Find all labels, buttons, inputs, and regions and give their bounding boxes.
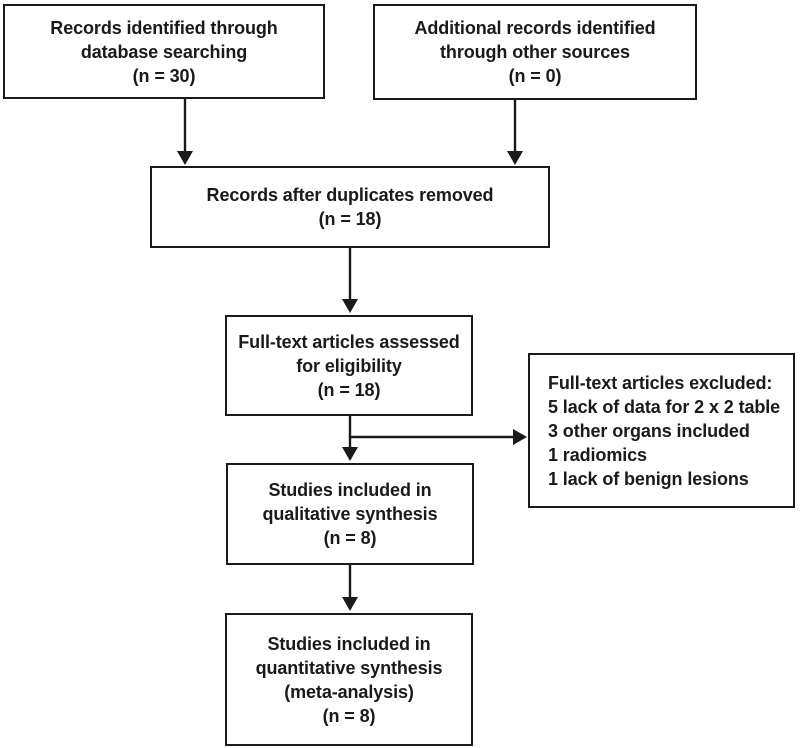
box-text-line: quantitative synthesis [255,657,443,678]
arrow-qualitative-to-quantitative [342,565,358,611]
box-text-line: for eligibility [296,355,402,376]
box-text-line: Full-text articles excluded: [548,372,773,393]
box-count-line: (n = 8) [323,528,377,548]
box-count-line: (n = 18) [317,379,381,400]
box-additional-records-other-sources: Additional records identified through ot… [373,4,697,100]
box-text-line: (meta-analysis) [284,681,414,702]
arrow-database-to-duplicates [177,99,193,165]
box-text-line: through other sources [440,42,630,62]
exclusion-reason-line: 1 radiomics [548,444,647,465]
box-count-line: (n = 18) [318,209,382,229]
box-count-line: (n = 0) [508,66,562,86]
box-studies-qualitative-synthesis: Studies included in qualitative synthesi… [226,463,474,565]
box-text-line: Additional records identified [414,18,656,38]
box-records-after-duplicates-removed: Records after duplicates removed (n = 18… [150,166,550,248]
exclusion-reason-line: 5 lack of data for 2 x 2 table [548,396,781,417]
arrow-fulltext-to-excluded [349,429,527,445]
exclusion-reason-line: 1 lack of benign lesions [548,468,749,489]
box-text-line: Full-text articles assessed [238,331,460,352]
exclusion-reason-line: 3 other organs included [548,420,750,441]
box-records-identified-database: Records identified through database sear… [3,4,325,99]
arrow-fulltext-to-qualitative [342,416,358,461]
box-text-line: database searching [80,41,248,62]
box-count-line: (n = 30) [132,65,196,86]
box-text-line: Studies included in [267,633,431,654]
box-text-line: qualitative synthesis [262,504,438,524]
box-studies-quantitative-synthesis: Studies included in quantitative synthes… [225,613,473,746]
arrow-duplicates-to-fulltext [342,248,358,313]
box-fulltext-articles-assessed: Full-text articles assessed for eligibil… [225,315,473,416]
arrow-other-to-duplicates [507,100,523,165]
box-text-line: Records after duplicates removed [206,185,494,205]
box-fulltext-articles-excluded: Full-text articles excluded: 5 lack of d… [528,353,795,508]
box-count-line: (n = 8) [322,705,376,726]
box-text-line: Records identified through [50,17,278,38]
box-text-line: Studies included in [268,480,432,500]
